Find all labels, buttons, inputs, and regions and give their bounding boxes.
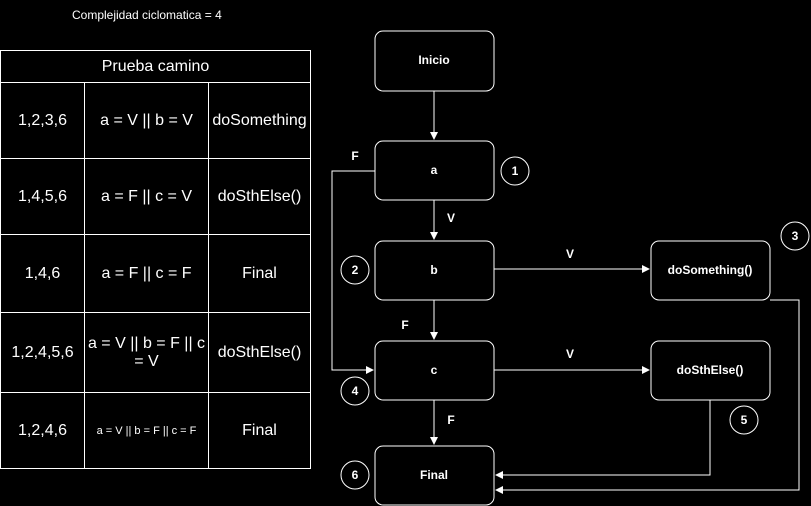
result-cell: doSthElse() [208, 312, 311, 393]
table-title: Prueba camino [0, 50, 311, 83]
node-number-5: 5 [741, 413, 748, 427]
condition-cell: a = V || b = F || c = V [84, 312, 209, 393]
node-c-label: c [431, 363, 438, 377]
edge-label-c-true: V [566, 347, 574, 361]
node-number-circle [780, 221, 810, 251]
edge-dosthelse-final [495, 400, 711, 479]
node-dosomething [650, 240, 771, 301]
path-test-table: Prueba camino 1,2,3,6 a = V || b = V doS… [0, 50, 311, 469]
condition-cell: a = F || c = V [84, 158, 209, 235]
path-cell: 1,4,6 [0, 234, 85, 313]
node-b [374, 240, 495, 301]
node-number-3: 3 [792, 229, 799, 243]
node-b-label: b [430, 263, 437, 277]
edge-label-c-false: F [447, 413, 454, 427]
node-number-2: 2 [352, 263, 359, 277]
node-number-circle [340, 460, 370, 490]
node-inicio [374, 30, 495, 92]
table-row: 1,2,3,6 a = V || b = V doSomething [0, 82, 311, 159]
node-final-label: Final [420, 468, 448, 482]
condition-cell: a = V || b = V [84, 82, 209, 159]
path-cell: 1,2,4,6 [0, 392, 85, 469]
node-number-6: 6 [352, 468, 359, 482]
path-cell: 1,2,4,5,6 [0, 312, 85, 393]
node-number-circle [729, 405, 759, 435]
node-a-label: a [431, 163, 438, 177]
edge-dosomething-final [495, 299, 800, 494]
node-a [374, 140, 495, 201]
node-dosthelse [650, 340, 771, 401]
condition-cell: a = V || b = F || c = F [84, 392, 209, 469]
result-cell: doSomething [208, 82, 311, 159]
node-c [374, 340, 495, 401]
node-dosomething-label: doSomething() [668, 263, 753, 277]
path-cell: 1,2,3,6 [0, 82, 85, 159]
edge-label-b-false: F [401, 318, 408, 332]
node-number-1: 1 [512, 164, 519, 178]
node-number-4: 4 [352, 384, 359, 398]
node-dosthelse-label: doSthElse() [677, 363, 744, 377]
edge-label-a-true: V [447, 211, 455, 225]
edge-label-b-true: V [566, 247, 574, 261]
table-row: 1,2,4,5,6 a = V || b = F || c = V doSthE… [0, 312, 311, 393]
node-number-circle [340, 376, 370, 406]
node-number-circle [500, 156, 530, 186]
node-final [374, 445, 495, 506]
edge-a-c [331, 170, 375, 374]
edge-label-a-false: F [351, 149, 358, 163]
result-cell: Final [208, 392, 311, 469]
result-cell: doSthElse() [208, 158, 311, 235]
result-cell: Final [208, 234, 311, 313]
table-row: 1,4,5,6 a = F || c = V doSthElse() [0, 158, 311, 235]
cyclomatic-complexity-label: Complejidad ciclomatica = 4 [72, 8, 222, 22]
node-number-circle [340, 255, 370, 285]
table-row: 1,2,4,6 a = V || b = F || c = F Final [0, 392, 311, 469]
node-inicio-label: Inicio [418, 53, 449, 67]
